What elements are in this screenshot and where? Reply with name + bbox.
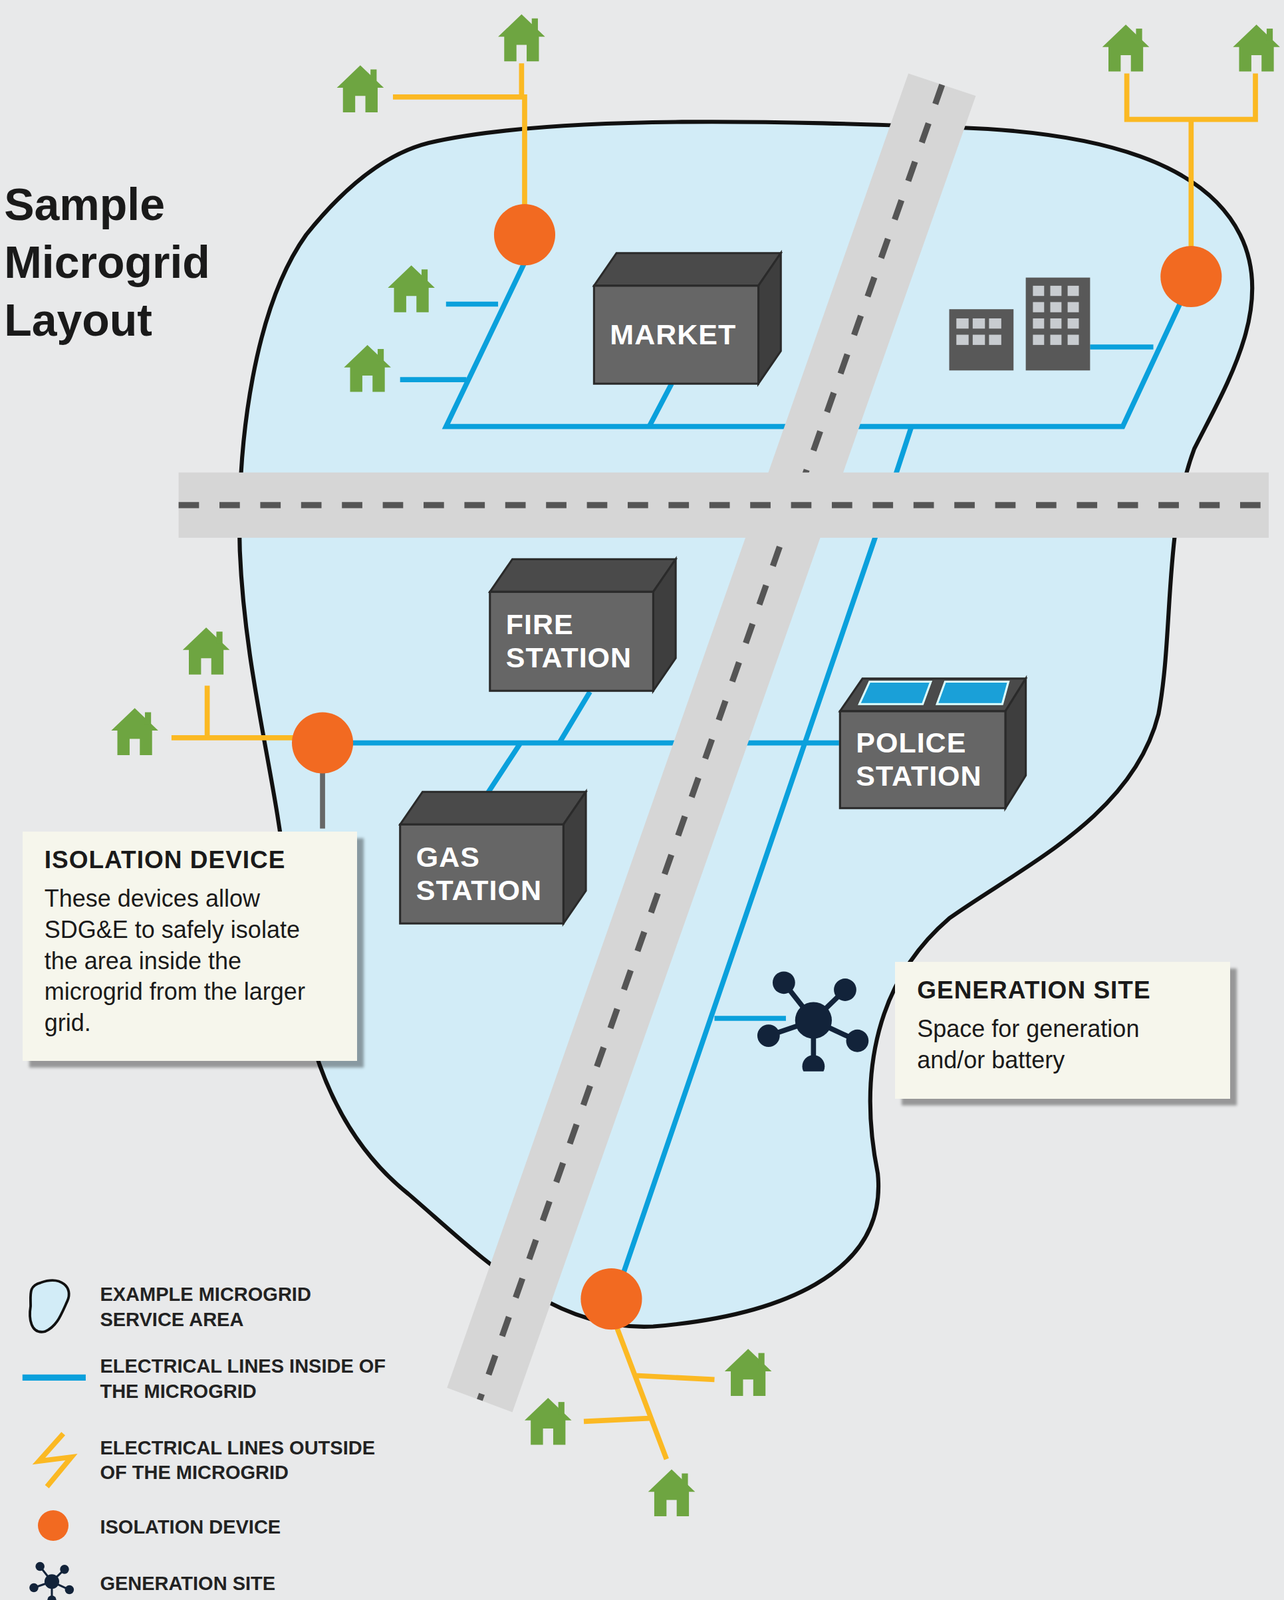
title: Sample Microgrid Layout bbox=[3, 175, 211, 350]
callout-body: Space for generation and/or battery bbox=[916, 1014, 1211, 1077]
police-station-building: POLICE STATION bbox=[839, 711, 1006, 809]
market-building: MARKET bbox=[593, 285, 759, 384]
outside-lines bbox=[171, 63, 1256, 1460]
building-blocks bbox=[400, 253, 1027, 924]
office-buildings bbox=[949, 277, 1091, 372]
callout-heading: ISOLATION DEVICE bbox=[44, 846, 339, 875]
legend-swatch bbox=[37, 1510, 69, 1542]
legend-label: ISOLATION DEVICE bbox=[99, 1515, 396, 1541]
inside-lines bbox=[322, 259, 1193, 1276]
isolation-devices bbox=[291, 204, 1222, 1330]
roads bbox=[178, 73, 1269, 1413]
building-label: MARKET bbox=[609, 318, 759, 352]
building-label: POLICE STATION bbox=[855, 726, 1006, 793]
leader-line bbox=[319, 770, 326, 829]
callout-box: ISOLATION DEVICE These devices allow SDG&… bbox=[22, 831, 358, 1062]
fire-station-building: FIRE STATION bbox=[490, 591, 654, 691]
legend-label: EXAMPLE MICROGRID SERVICE AREA bbox=[99, 1282, 396, 1333]
gas-station-building: GAS STATION bbox=[400, 824, 564, 924]
legend-samples bbox=[22, 1280, 86, 1600]
building-label: FIRE STATION bbox=[506, 608, 654, 675]
callout-heading: GENERATION SITE bbox=[916, 976, 1211, 1005]
building-label: GAS STATION bbox=[416, 841, 564, 907]
callout-box: GENERATION SITE Space for generation and/… bbox=[895, 962, 1230, 1100]
callout-body: These devices allow SDG&E to safely isol… bbox=[44, 883, 339, 1040]
legend-label: GENERATION SITE bbox=[99, 1571, 396, 1598]
legend-label: ELECTRICAL LINES INSIDE OF THE MICROGRID bbox=[99, 1354, 396, 1405]
legend-label: ELECTRICAL LINES OUTSIDE OF THE MICROGRI… bbox=[99, 1436, 396, 1487]
generation-icon bbox=[757, 971, 869, 1078]
